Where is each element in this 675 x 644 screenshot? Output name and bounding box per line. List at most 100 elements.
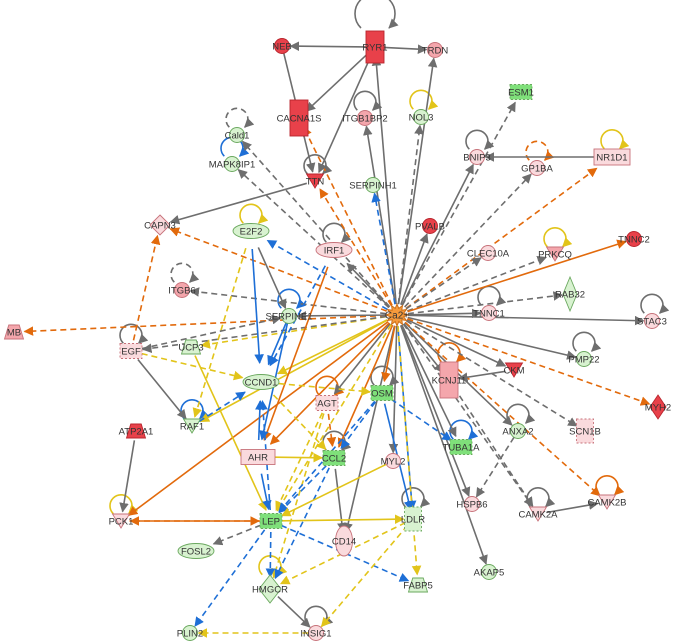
node-label-bnip3: BNIP3 xyxy=(463,153,490,164)
edge-ca2-to-ahr xyxy=(269,322,390,445)
node-akap5[interactable] xyxy=(481,564,497,580)
node-agt[interactable] xyxy=(315,395,339,411)
node-ttn[interactable] xyxy=(305,173,325,189)
node-shape-pmp22 xyxy=(576,351,592,367)
node-nr1d1[interactable] xyxy=(593,148,631,166)
node-cacna1s[interactable] xyxy=(289,99,309,137)
node-label-cald1: Cald1 xyxy=(225,131,250,142)
node-itgb6[interactable] xyxy=(174,282,190,298)
node-plin2[interactable] xyxy=(182,625,198,641)
self-loop-kcnj11 xyxy=(437,342,467,363)
node-clec10a[interactable] xyxy=(480,245,496,261)
node-shape-ahr xyxy=(240,449,276,465)
node-tnnc2[interactable] xyxy=(626,231,642,247)
node-pck1[interactable] xyxy=(111,513,131,529)
node-cd14[interactable] xyxy=(335,525,353,557)
edge-anxa2-to-hspb6 xyxy=(475,436,515,498)
node-bnip3[interactable] xyxy=(469,149,485,165)
node-mapk8ip1[interactable] xyxy=(224,156,240,172)
node-itgb1bp2[interactable] xyxy=(357,110,373,126)
edge-ca2-to-camk2b xyxy=(404,321,601,497)
node-raf1[interactable] xyxy=(182,418,202,434)
edge-atp2a1-to-pck1 xyxy=(119,440,136,513)
node-shape-tnnc2 xyxy=(626,231,642,247)
node-ca2[interactable] xyxy=(384,302,410,328)
node-cald1[interactable] xyxy=(229,127,245,143)
node-nol3[interactable] xyxy=(413,109,429,125)
node-shape-cald1 xyxy=(229,127,245,143)
edge-ca2-to-cd14 xyxy=(343,325,396,533)
node-label-mapk8ip1: MAPK8IP1 xyxy=(209,160,255,171)
node-prkcq[interactable] xyxy=(545,246,565,262)
node-label-fabp5: FABP5 xyxy=(403,581,433,592)
node-insig1[interactable] xyxy=(308,625,324,641)
node-egf[interactable] xyxy=(119,343,143,359)
edge-ca2-to-agt xyxy=(333,323,391,395)
node-irf1[interactable] xyxy=(315,242,353,258)
node-esm1[interactable] xyxy=(509,84,533,100)
edge-e2f2-to-serpine1 xyxy=(257,247,287,310)
node-ccnd1[interactable] xyxy=(242,374,280,390)
node-osm[interactable] xyxy=(370,385,394,401)
edge-ca2-to-ccl2 xyxy=(337,324,394,448)
node-label-kcnj11: KCNJ11 xyxy=(432,376,467,387)
node-stac3[interactable] xyxy=(644,313,660,329)
node-atp2a1[interactable] xyxy=(125,423,147,439)
node-trdn[interactable] xyxy=(427,42,443,58)
node-camk2b[interactable] xyxy=(597,494,617,510)
node-myl2[interactable] xyxy=(385,453,401,469)
node-e2f2[interactable] xyxy=(232,223,270,239)
node-ckm[interactable] xyxy=(504,362,524,378)
node-label-myh2: MYH2 xyxy=(645,403,671,414)
edge-ca2-to-ckm xyxy=(406,318,507,367)
edge-ca2-to-gp1ba xyxy=(404,173,532,308)
node-scn1b[interactable] xyxy=(576,418,594,444)
edge-agt-to-lep xyxy=(275,412,324,512)
node-ccl2[interactable] xyxy=(322,450,346,466)
node-fosl2[interactable] xyxy=(177,543,215,559)
node-ldlr[interactable] xyxy=(404,506,422,532)
node-label-raf1: RAF1 xyxy=(180,422,204,433)
node-tnnc1[interactable] xyxy=(481,305,497,321)
edge-ryr1-to-neb xyxy=(289,41,367,51)
node-kcnj11[interactable] xyxy=(439,361,459,399)
node-lep[interactable] xyxy=(259,513,283,529)
node-mb[interactable] xyxy=(3,324,25,340)
edge-osm-to-ccl2 xyxy=(340,401,377,450)
node-myh2[interactable] xyxy=(649,394,667,420)
node-ahr[interactable] xyxy=(240,449,276,465)
node-label-clec10a: CLEC10A xyxy=(467,249,510,260)
edge-ca2-to-prkcq xyxy=(407,256,547,312)
node-serpinh1[interactable] xyxy=(365,177,381,193)
node-shape-hspb6 xyxy=(464,496,480,512)
edge-ca2-to-esm1 xyxy=(401,101,516,306)
node-hmgcr[interactable] xyxy=(258,574,282,604)
node-ryr1[interactable] xyxy=(365,30,385,64)
node-shape-fosl2 xyxy=(177,543,215,559)
edge-ca2-to-akap5 xyxy=(399,325,488,565)
node-neb[interactable] xyxy=(274,38,290,54)
node-capn3[interactable] xyxy=(149,214,171,236)
node-label-nol3: NOL3 xyxy=(409,113,434,124)
node-hspb6[interactable] xyxy=(464,496,480,512)
edge-ca2-to-serpine1 xyxy=(296,311,387,321)
node-pmp22[interactable] xyxy=(576,351,592,367)
node-shape-bnip3 xyxy=(469,149,485,165)
node-pvalb[interactable] xyxy=(422,218,438,234)
node-camk2a[interactable] xyxy=(528,506,548,522)
node-anxa2[interactable] xyxy=(510,423,526,439)
edge-ca2-to-capn3 xyxy=(169,227,387,312)
edge-ckm-to-kcnj11 xyxy=(457,370,506,382)
node-fabp5[interactable] xyxy=(407,577,429,593)
node-gp1ba[interactable] xyxy=(529,160,545,176)
node-rab32[interactable] xyxy=(562,275,578,313)
node-shape-tuba1a xyxy=(449,439,473,455)
node-serpine1[interactable] xyxy=(281,308,297,324)
self-loop-pmp22 xyxy=(572,331,602,352)
node-shape-mb xyxy=(3,324,25,340)
edge-lep-to-hmgcr xyxy=(265,531,276,578)
node-shape-neb xyxy=(274,38,290,54)
node-ucp3[interactable] xyxy=(180,339,202,355)
node-tuba1a[interactable] xyxy=(449,439,473,455)
